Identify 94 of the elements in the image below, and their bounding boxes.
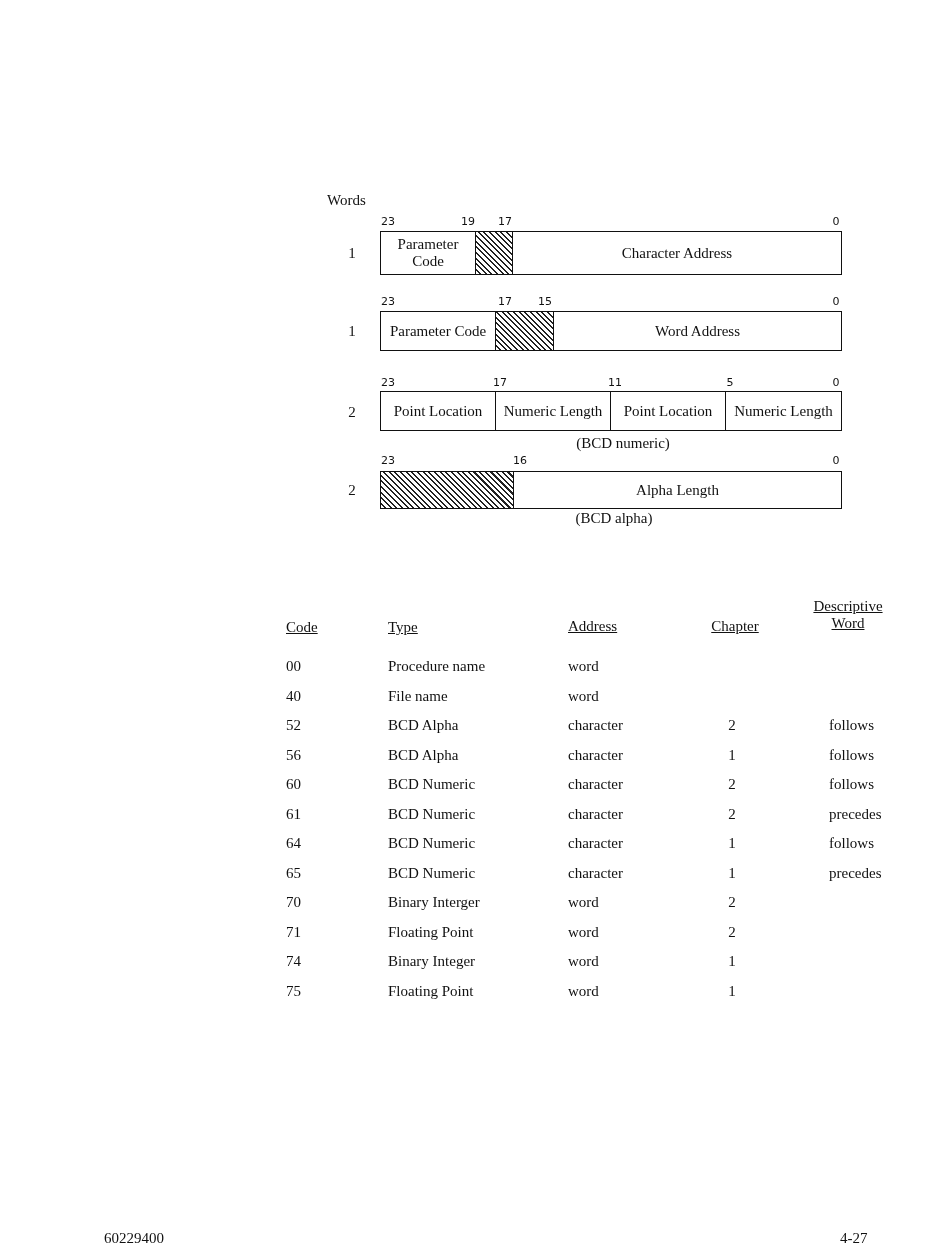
column-header: Address: [568, 618, 618, 635]
type-value: BCD Numeric: [388, 835, 476, 852]
code-value: 52: [286, 717, 301, 734]
address-value: word: [568, 687, 599, 705]
type-value: Binary Integer: [388, 953, 476, 970]
format-caption: (BCD numeric): [576, 435, 670, 452]
page-number: 4-27: [840, 1230, 868, 1247]
address-value: character: [568, 864, 623, 882]
column-header: Code: [286, 619, 318, 636]
bit-number: 16: [513, 455, 527, 467]
address-value: word: [568, 982, 599, 1000]
bit-field: Word Address: [553, 311, 842, 351]
code-value: 00: [286, 658, 301, 675]
chapter-value: 1: [728, 835, 736, 852]
bit-number: 17: [493, 377, 507, 389]
bit-field: Point Location: [610, 391, 726, 431]
type-value: BCD Alpha: [388, 717, 459, 734]
type-value: BCD Numeric: [388, 805, 476, 823]
bit-number: 19: [461, 216, 475, 228]
address-value: character: [568, 717, 623, 734]
chapter-value: 2: [728, 776, 736, 793]
type-value: BCD Numeric: [388, 864, 476, 882]
type-value: Floating Point: [388, 982, 474, 1000]
bit-field: Numeric Length: [725, 391, 842, 431]
bit-field: Alpha Length: [513, 471, 842, 509]
code-value: 65: [286, 864, 301, 882]
chapter-value: 2: [728, 717, 736, 734]
code-value: 61: [286, 805, 301, 823]
type-value: Binary Interger: [388, 894, 480, 911]
type-value: BCD Numeric: [388, 776, 476, 793]
bit-number: 0: [832, 216, 840, 228]
descriptive-word-value: precedes: [829, 805, 882, 823]
word-count: 1: [348, 245, 356, 262]
type-value: BCD Alpha: [388, 746, 459, 764]
bit-number: 17: [498, 216, 512, 228]
bit-number: 23: [381, 216, 395, 228]
descriptive-word-value: follows: [829, 835, 874, 852]
type-value: File name: [388, 687, 448, 705]
bit-number: 0: [832, 455, 840, 467]
code-value: 71: [286, 923, 301, 941]
bit-field: Point Location: [380, 391, 496, 431]
bit-number: 23: [381, 455, 395, 467]
column-header: Chapter: [711, 618, 759, 635]
address-value: character: [568, 746, 623, 764]
hatched-field: [495, 311, 554, 351]
address-value: word: [568, 658, 599, 675]
code-value: 64: [286, 835, 301, 852]
address-value: word: [568, 923, 599, 941]
bit-number: 23: [381, 377, 395, 389]
bit-number: 0: [832, 377, 840, 389]
code-value: 74: [286, 953, 301, 970]
descriptive-word-value: precedes: [829, 864, 882, 882]
bit-field: Character Address: [512, 231, 842, 275]
bit-number: 5: [726, 377, 734, 389]
type-value: Procedure name: [388, 658, 486, 675]
code-value: 60: [286, 776, 301, 793]
chapter-value: 1: [728, 953, 736, 970]
bit-number: 23: [381, 296, 395, 308]
code-value: 40: [286, 687, 301, 705]
address-value: character: [568, 805, 623, 823]
bit-number: 17: [498, 296, 512, 308]
column-header: Type: [388, 619, 418, 636]
chapter-value: 1: [728, 982, 736, 1000]
address-value: word: [568, 894, 599, 911]
word-count: 2: [348, 482, 356, 499]
document-number: 60229400: [104, 1230, 164, 1247]
bit-number: 0: [832, 296, 840, 308]
bit-field: Parameter Code: [380, 231, 476, 275]
type-value: Floating Point: [388, 923, 474, 941]
code-value: 70: [286, 894, 301, 911]
code-value: 56: [286, 746, 301, 764]
word-count: 2: [348, 404, 356, 421]
chapter-value: 2: [728, 894, 736, 911]
bit-field: Parameter Code: [380, 311, 496, 351]
words-heading: Words: [327, 192, 366, 209]
column-header: Descriptive Word: [812, 598, 884, 632]
chapter-value: 2: [728, 805, 736, 823]
descriptive-word-value: follows: [829, 776, 874, 793]
descriptive-word-value: follows: [829, 746, 874, 764]
bit-number: 15: [538, 296, 552, 308]
bit-field: Numeric Length: [495, 391, 611, 431]
chapter-value: 2: [728, 923, 736, 941]
address-value: character: [568, 835, 623, 852]
hatched-field: [380, 471, 514, 509]
descriptive-word-value: follows: [829, 717, 874, 734]
chapter-value: 1: [728, 746, 736, 764]
hatched-field: [475, 231, 513, 275]
bit-number: 11: [608, 377, 622, 389]
word-count: 1: [348, 323, 356, 340]
address-value: character: [568, 776, 623, 793]
code-value: 75: [286, 982, 301, 1000]
chapter-value: 1: [728, 864, 736, 882]
address-value: word: [568, 953, 599, 970]
format-caption: (BCD alpha): [575, 510, 653, 527]
